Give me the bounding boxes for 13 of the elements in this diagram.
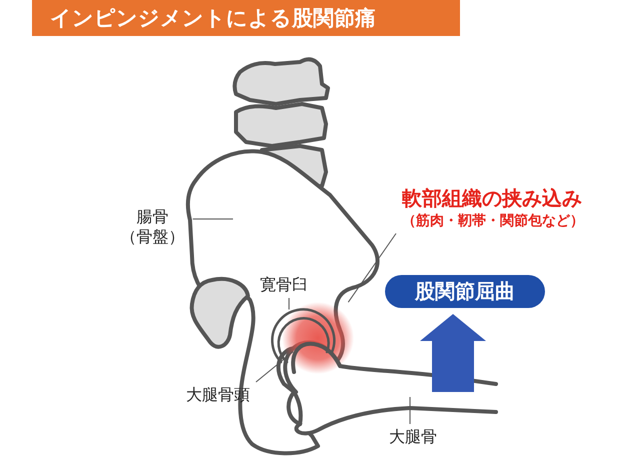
leader-line: [192, 218, 234, 220]
leader-line: [348, 233, 396, 303]
part-label: 寛骨臼: [254, 272, 314, 298]
label-pill: 股関節屈曲: [385, 275, 545, 308]
pain-highlight: [282, 302, 354, 374]
leader-line: [288, 298, 290, 310]
part-label: 腸骨（骨盤）: [112, 204, 193, 250]
leader-line: [256, 351, 294, 382]
part-label: 大腿骨: [383, 424, 443, 450]
callout-note: （筋肉・靭帯・関節包など）: [402, 213, 584, 230]
callout-heading: 軟部組織の挟み込み: [402, 186, 583, 211]
acetabulum-drawing: [271, 308, 336, 364]
title-banner: インピンジメントによる股関節痛: [32, 0, 460, 36]
